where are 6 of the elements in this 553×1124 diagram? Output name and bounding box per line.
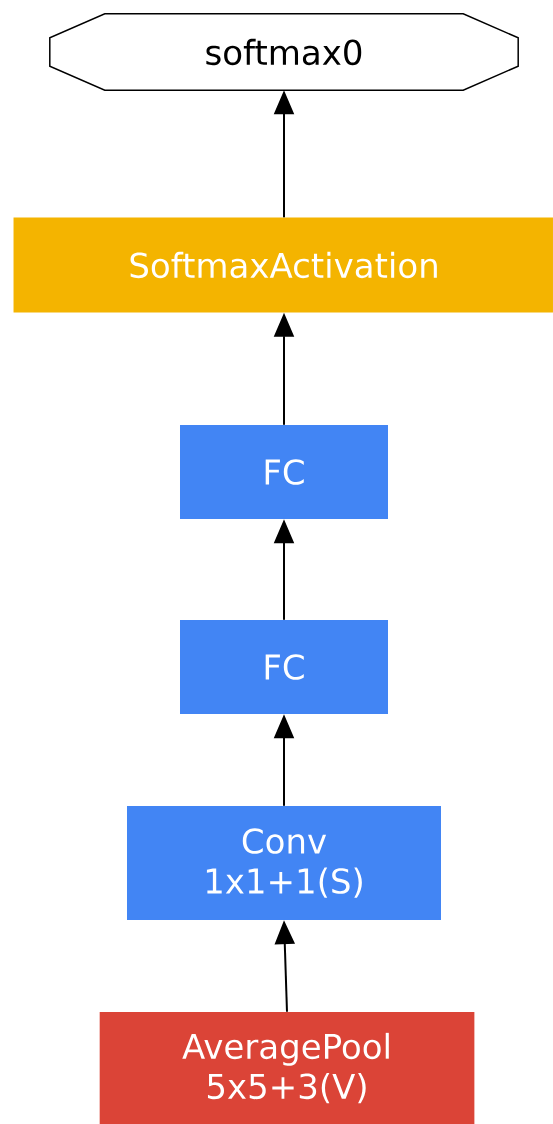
output-octagon: softmax0	[49, 13, 519, 91]
activation-box: SoftmaxActivation	[13, 217, 553, 313]
layer-box: Conv 1x1+1(S)	[127, 806, 441, 920]
layer-box: FC	[180, 620, 388, 714]
layer-box: FC	[180, 425, 388, 519]
pooling-box: AveragePool 5x5+3(V)	[99, 1012, 475, 1124]
